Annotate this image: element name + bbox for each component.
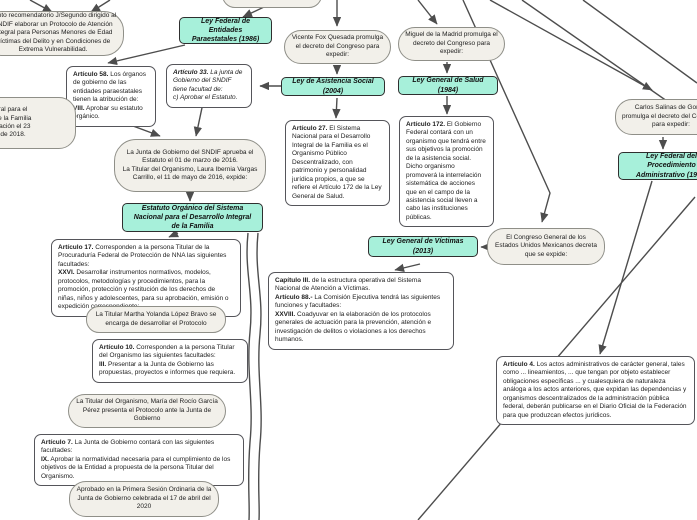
node-text: Artículo 17. Corresponden a la persona T… [58,244,229,311]
node-text: Ley Federal del Procedimiento Administra… [635,153,697,179]
node-text: ral para el de la Familia dación el 23 d… [0,106,32,139]
connector [417,0,438,25]
node-congreso-general[interactable]: El Congreso General de los Estados Unido… [487,228,605,265]
node-ley-general-salud[interactable]: Ley General de Salud (1984) [398,76,498,95]
node-text: Artículo 33. La junta de Gobierno del SN… [173,69,243,102]
node-ley-asistencia-social[interactable]: Ley de Asistencia Social (2004) [281,77,385,96]
node-text: Artículo 7. La Junta de Gobierno contará… [41,439,231,480]
node-ley-general-victimas[interactable]: Ley General de Víctimas (2013) [368,236,478,257]
node-text: Punto recomendatorio J/Segundo dirigido … [0,12,117,54]
connector [598,180,653,355]
node-text: Carlos Salinas de Gortari promulga el de… [622,104,697,129]
node-aprobado-sesion-ordinaria[interactable]: Aprobado en la Primera Sesión Ordinaria … [69,481,219,517]
connector [394,263,421,272]
connector [193,102,204,137]
node-ley-entidades-paraestatales[interactable]: Ley Federal de Entidades Paraestatales (… [179,17,272,44]
connector [90,0,111,13]
node-articulo-10[interactable]: Artículo 10. Corresponden a la persona T… [92,339,248,383]
node-text: Ley General de Víctimas (2013) [382,238,464,255]
node-carlos-salinas[interactable]: Carlos Salinas de Gortari promulga el de… [615,99,697,135]
node-estatuto-organico[interactable]: Estatuto Orgánico del Sistema Nacional p… [122,203,263,232]
node-top-partial[interactable] [222,0,322,8]
connector [246,232,252,520]
node-text: Artículo 172. El Gobierno Federal contar… [406,121,486,221]
node-miguel-de-la-madrid[interactable]: Miguel de la Madrid promulga el decreto … [398,27,505,61]
connector [462,0,551,223]
node-articulo-27[interactable]: Artículo 27. El Sistema Nacional para el… [285,120,390,206]
node-text: El Congreso General de los Estados Unido… [495,233,597,258]
node-articulo-172[interactable]: Artículo 172. El Gobierno Federal contar… [399,116,494,228]
node-punto-recomendatorio[interactable]: Punto recomendatorio J/Segundo dirigido … [0,11,124,56]
node-titular-garcia-perez[interactable]: La Titular del Organismo, María del Rocí… [68,394,226,428]
connector [168,229,180,238]
node-text: La Titular del Organismo, María del Rocí… [76,398,218,423]
connector [256,232,262,520]
node-left-partial[interactable]: ral para el de la Familia dación el 23 d… [0,97,76,149]
node-vicente-fox[interactable]: Vicente Fox Quesada promulga el decreto … [284,30,391,64]
connector [332,97,341,119]
node-text: Artículo 58. Los órganos de gobierno de … [73,71,146,121]
node-articulo-17[interactable]: Artículo 17. Corresponden a la persona T… [51,239,241,317]
node-text: Artículo 4. Los actos administrativos de… [503,361,687,419]
connector [107,44,186,66]
node-ley-procedimiento-administrativo[interactable]: Ley Federal del Procedimiento Administra… [618,152,697,180]
connector [489,0,653,91]
node-text: Ley General de Salud (1984) [412,77,484,94]
node-text: Capítulo III. de la estructura operativa… [275,277,441,344]
node-text: Vicente Fox Quesada promulga el decreto … [291,34,384,59]
node-text: Miguel de la Madrid promulga el decreto … [405,31,498,56]
node-articulo-33[interactable]: Artículo 33. La junta de Gobierno del SN… [166,64,252,108]
node-text: Aprobado en la Primera Sesión Ordinaria … [76,486,212,511]
node-text: Artículo 10. Corresponden a la persona T… [99,344,236,377]
node-text: Ley de Asistencia Social (2004) [292,78,374,95]
node-text: Artículo 27. El Sistema Nacional para el… [292,125,382,200]
connector [29,0,53,13]
node-articulo-4[interactable]: Artículo 4. Los actos administrativos de… [496,356,695,426]
node-text: La Titular Martha Yolanda López Bravo se… [95,311,217,327]
node-articulo-58[interactable]: Artículo 58. Los órganos de gobierno de … [66,66,156,127]
node-text: Estatuto Orgánico del Sistema Nacional p… [133,204,252,231]
connector [582,0,697,84]
node-text: La Junta de Gobierno del SNDIF aprueba e… [122,148,258,181]
node-capitulo-iii-articulo-88[interactable]: Capítulo III. de la estructura operativa… [268,272,454,350]
node-text: Ley Federal de Entidades Paraestatales (… [191,17,260,44]
node-junta-gobierno-aprueba[interactable]: La Junta de Gobierno del SNDIF aprueba e… [114,139,266,192]
connector [242,6,265,18]
node-articulo-7[interactable]: Artículo 7. La Junta de Gobierno contará… [34,434,244,487]
node-titular-lopez-bravo[interactable]: La Titular Martha Yolanda López Bravo se… [86,306,226,333]
